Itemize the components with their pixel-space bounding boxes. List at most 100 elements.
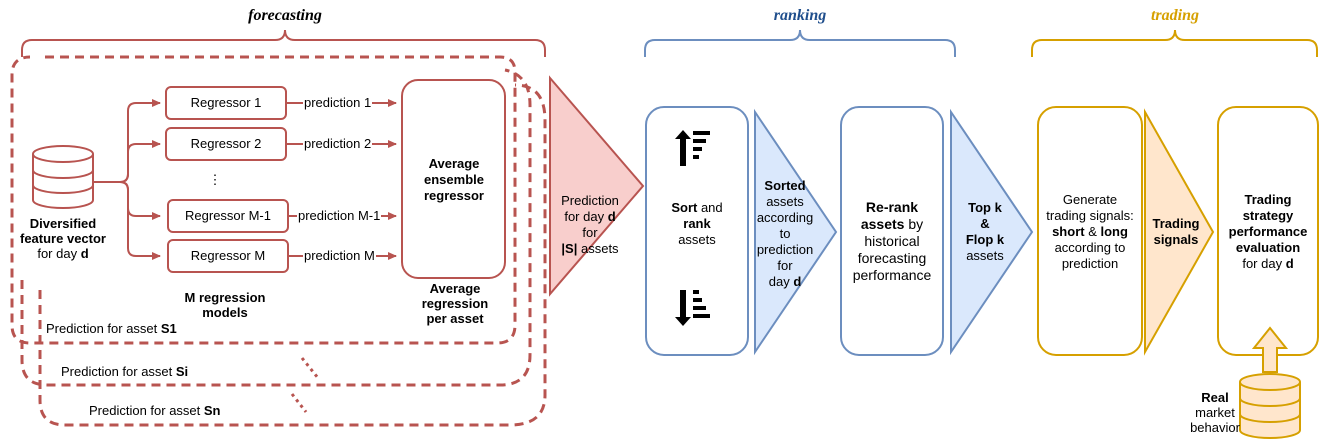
rerank-line5: performance xyxy=(852,267,932,283)
container-asset-s1 xyxy=(10,55,517,345)
topflop-label: Top k & Flop k assets xyxy=(953,200,1017,264)
feature-vector-label: Diversified feature vector for day d xyxy=(8,216,118,261)
average-per-asset-label: Average regression per asset xyxy=(402,281,508,326)
rerank-by: by xyxy=(904,216,924,232)
sort-line1: Sort and xyxy=(650,200,744,216)
output-line3: for xyxy=(582,225,598,240)
feature-vector-line3: for day d xyxy=(8,246,118,261)
evaluation-day: d xyxy=(1285,256,1294,271)
output-day: d xyxy=(607,209,616,224)
evaluation-line1: Trading xyxy=(1244,192,1292,207)
forecast-output-label: Prediction for day d for |S| assets xyxy=(552,193,628,257)
section-title-forecasting: forecasting xyxy=(248,7,322,24)
generate-line1: Generate xyxy=(1062,192,1118,207)
prediction-m-label: prediction M xyxy=(303,248,376,264)
asset-s1-id: S1 xyxy=(160,321,177,336)
rerank-box xyxy=(840,106,944,356)
topflop-arrow xyxy=(950,108,1034,356)
market-database-icon xyxy=(1239,373,1301,439)
average-label-line2: regression xyxy=(421,296,489,311)
generate-line2: trading signals: xyxy=(1046,208,1134,223)
average-label-line3: per asset xyxy=(426,311,484,326)
generate-short: short xyxy=(1052,224,1085,239)
sort-line2: rank xyxy=(650,216,744,232)
sorted-assets-arrow xyxy=(754,108,838,356)
regression-models-label: M regression models xyxy=(160,290,290,320)
ranking-brace xyxy=(644,29,956,57)
sorted-line5: prediction xyxy=(756,242,814,257)
sorted-line7: day d xyxy=(753,274,817,290)
sorted-line2: assets xyxy=(766,194,804,209)
feature-vector-line2: feature vector xyxy=(20,231,106,246)
market-behavior-label: Real market behavior xyxy=(1180,390,1250,435)
evaluation-line3: performance xyxy=(1228,224,1308,239)
trading-brace xyxy=(1031,29,1318,57)
sort-and: and xyxy=(697,200,723,215)
average-label-line1: Average xyxy=(429,281,481,296)
generate-signals-box xyxy=(1037,106,1143,356)
section-title-trading: trading xyxy=(1150,7,1199,24)
asset-sn-id: Sn xyxy=(203,403,221,418)
sorted-line6: for xyxy=(777,258,793,273)
asset-s1-label: Prediction for asset S1 xyxy=(46,321,177,337)
sorted-line1: Sorted xyxy=(764,178,806,193)
ellipsis-mark-1 xyxy=(300,357,320,379)
evaluation-line4: evaluation xyxy=(1235,240,1301,255)
container-asset-sn xyxy=(38,83,547,427)
trading-signals-label: Trading signals xyxy=(1146,216,1206,248)
sorted-day-text: day xyxy=(768,274,794,289)
rerank-line3: historical xyxy=(864,233,920,249)
asset-si-id: Si xyxy=(175,364,189,379)
fanout-arrows xyxy=(93,99,161,260)
asset-s1-text: Prediction for asset xyxy=(46,321,161,336)
sorted-line3: according xyxy=(756,210,814,225)
ellipsis-mark-2 xyxy=(290,393,308,413)
generate-line3: short & long xyxy=(1036,224,1144,240)
prediction-arrows xyxy=(286,99,397,260)
evaluation-label: Trading strategy performance evaluation … xyxy=(1218,192,1318,272)
feature-vector-day: d xyxy=(80,246,89,261)
topflop-line4: assets xyxy=(966,248,1004,263)
asset-si-label: Prediction for asset Si xyxy=(61,364,188,380)
evaluation-line2: strategy xyxy=(1242,208,1294,223)
rerank-label: Re-rank assets by historical forecasting… xyxy=(843,199,941,284)
rerank-assets: assets xyxy=(860,216,905,232)
prediction-m-1-label: prediction M-1 xyxy=(297,208,382,224)
topflop-line3: Flop k xyxy=(965,232,1005,247)
regressor-ellipsis: ⋮ xyxy=(208,172,222,187)
output-line4: |S| assets xyxy=(552,241,628,257)
generate-line4: according to xyxy=(1054,240,1126,255)
generate-line5: prediction xyxy=(1061,256,1119,271)
feature-vector-day-text: for day xyxy=(37,246,81,261)
market-line3: behavior xyxy=(1190,420,1240,435)
prediction-2-label: prediction 2 xyxy=(303,136,373,152)
sort-descending-icon xyxy=(675,290,710,326)
rerank-line4: forecasting xyxy=(857,250,927,266)
sort-rank-box xyxy=(645,106,749,356)
forecast-output-arrow xyxy=(549,75,645,297)
asset-sn-label: Prediction for asset Sn xyxy=(89,403,221,419)
rank-word: rank xyxy=(683,216,711,231)
rerank-line2: assets by xyxy=(843,216,941,233)
models-line2: models xyxy=(202,305,248,320)
output-count: |S| xyxy=(561,241,578,256)
sort-line3: assets xyxy=(678,232,716,247)
regressor-m-1-label: Regressor M-1 xyxy=(185,208,271,223)
topflop-line1: Top k xyxy=(968,200,1002,215)
asset-sn-text: Prediction for asset xyxy=(89,403,204,418)
generate-signals-label: Generate trading signals: short & long a… xyxy=(1036,192,1144,272)
topflop-line2: & xyxy=(980,216,990,231)
asset-si-text: Prediction for asset xyxy=(61,364,176,379)
regressor-boxes xyxy=(165,86,289,273)
ensemble-box xyxy=(401,79,506,279)
section-title-ranking: ranking xyxy=(773,7,827,24)
regressor-m-label: Regressor M xyxy=(190,248,266,263)
regressor-2-label: Regressor 2 xyxy=(190,136,262,151)
output-line2: for day d xyxy=(552,209,628,225)
sorted-line4: to xyxy=(779,226,791,241)
market-line1: Real xyxy=(1201,390,1229,405)
market-line2: market xyxy=(1195,405,1235,420)
prediction-1-label: prediction 1 xyxy=(303,95,373,111)
market-up-arrow xyxy=(1251,326,1289,373)
